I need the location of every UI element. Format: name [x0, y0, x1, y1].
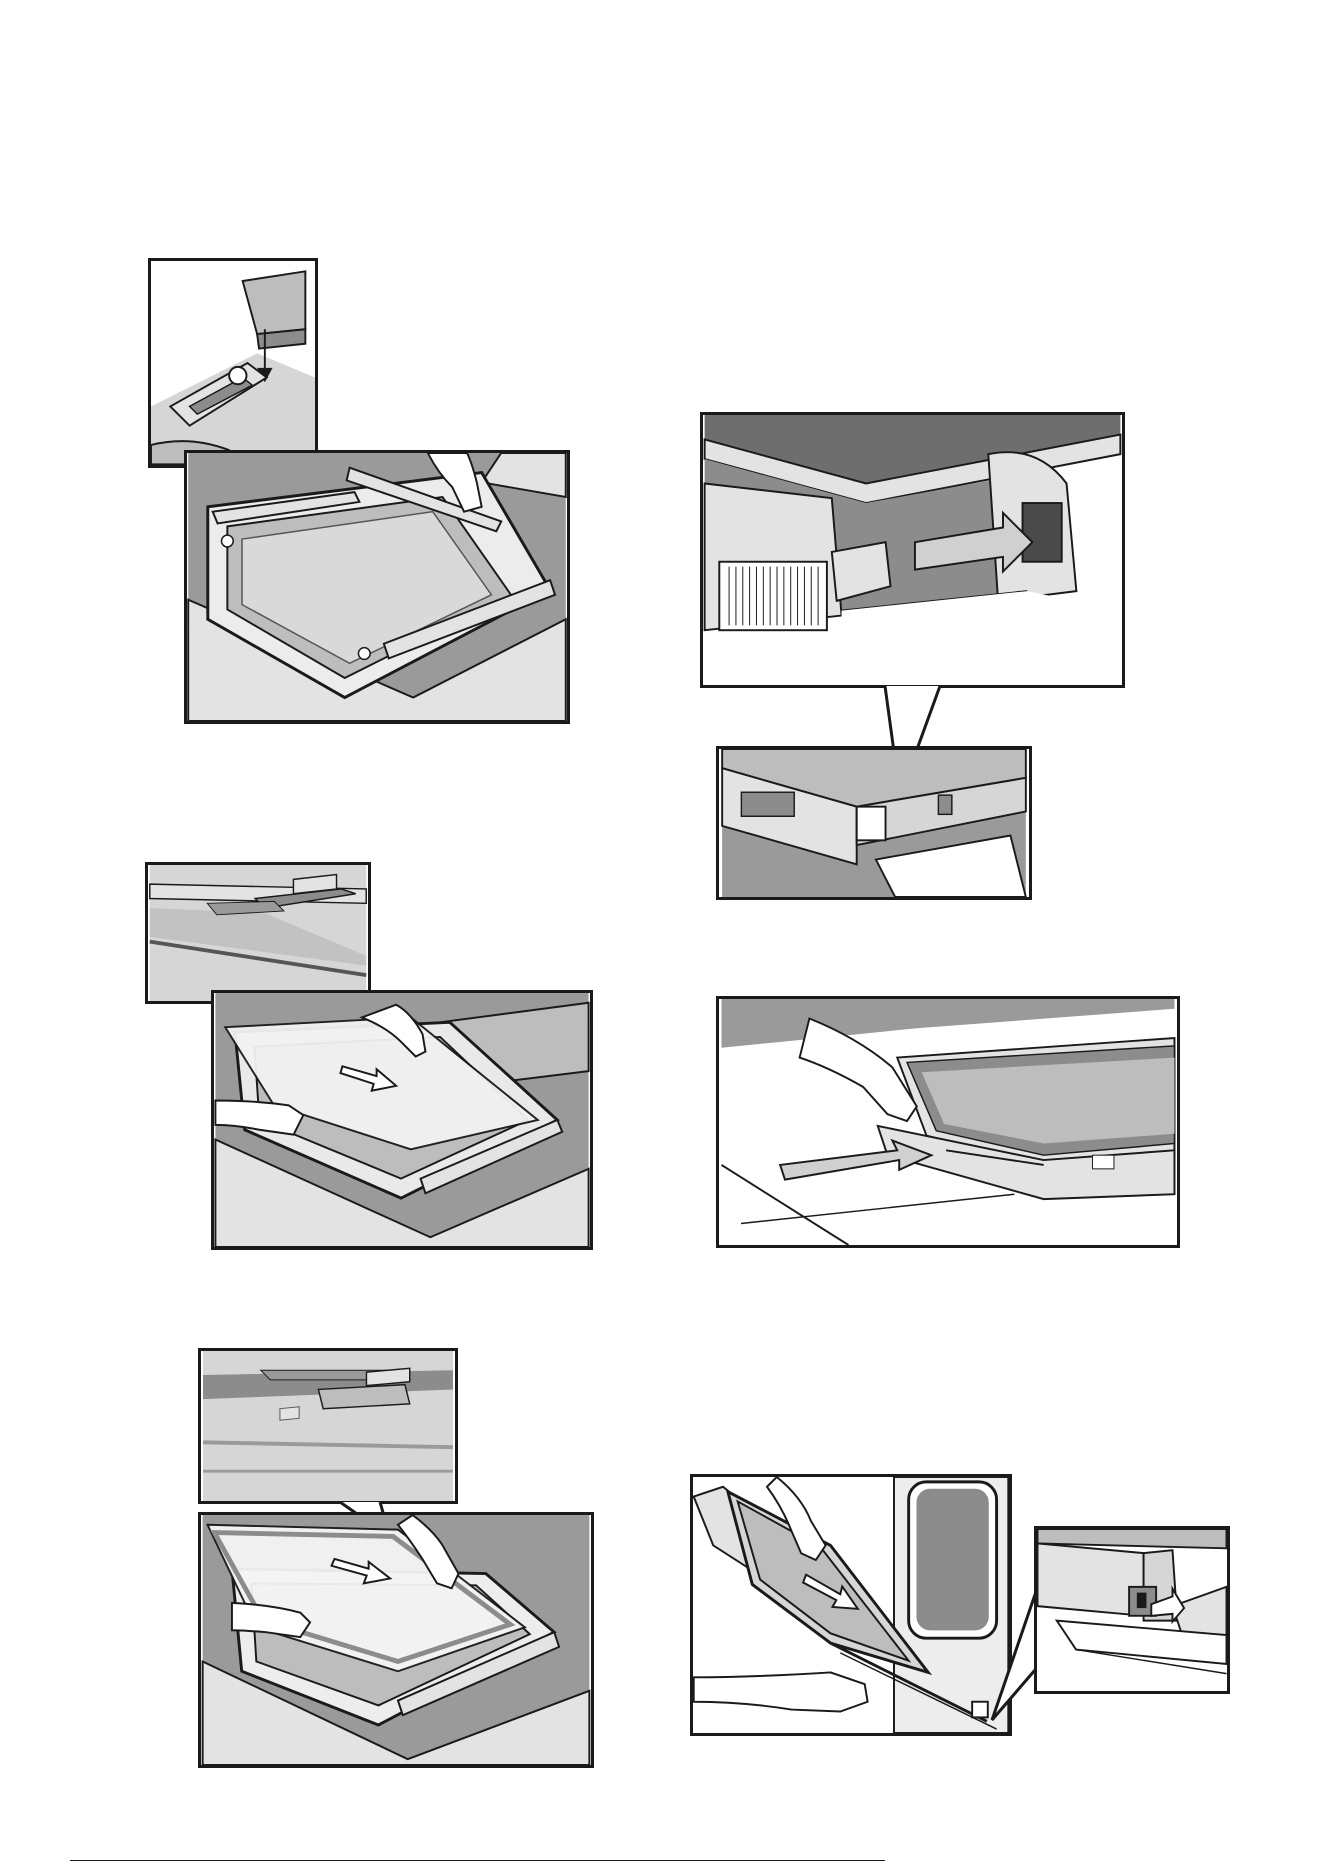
figure-3-inset-panel	[145, 862, 371, 1004]
outer-glass-pushed-in-illustration	[719, 999, 1177, 1245]
hinge-lock-detail-illustration	[1037, 1529, 1227, 1691]
door-refitted-to-oven-illustration	[693, 1477, 1009, 1733]
glass-retainer-detail-illustration	[201, 1351, 455, 1501]
figure-2-inset-panel	[700, 412, 1125, 688]
figure-5-inset-panel	[198, 1348, 458, 1504]
figure-6-inset-panel	[1034, 1526, 1230, 1694]
figure-6-main-panel	[690, 1474, 1012, 1736]
page-bottom-rule	[70, 1860, 885, 1861]
inner-glass-sliding-illustration	[214, 993, 590, 1247]
latch-slot-detail-illustration	[703, 415, 1122, 685]
figure-1-main-panel	[184, 450, 570, 724]
door-frame-with-glass-illustration	[187, 453, 567, 721]
glass-slide-detail-illustration	[148, 865, 368, 1001]
figure-3-main-panel	[211, 990, 593, 1250]
hinge-clip-detail-illustration	[151, 261, 315, 465]
door-bottom-edge-overview-illustration	[719, 749, 1029, 897]
second-glass-sliding-illustration	[201, 1515, 591, 1765]
figure-2-main-panel	[716, 746, 1032, 900]
figure-4-main-panel	[716, 996, 1180, 1248]
figure-1-inset-panel	[148, 258, 318, 468]
figure-5-main-panel	[198, 1512, 594, 1768]
